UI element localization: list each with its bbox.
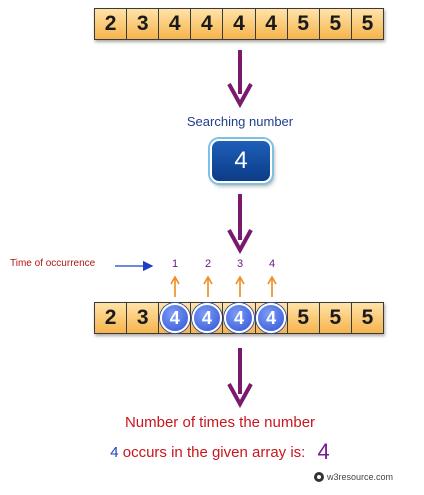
array-cell: 4: [190, 9, 222, 39]
array-cell-highlighted: 4: [158, 303, 190, 333]
cell-value: 5: [361, 306, 374, 329]
result-sentence: 4 occurs in the given array is: 4: [60, 439, 380, 465]
result-count: 4: [317, 439, 330, 464]
cell-value: 3: [136, 306, 149, 329]
up-arrow-icon: [170, 275, 180, 297]
up-arrow-icon: [235, 275, 245, 297]
watermark: w3resource.com: [314, 472, 393, 482]
array-cell-highlighted: 4: [254, 303, 287, 333]
array-cell: 4: [158, 9, 190, 39]
array-cell: 5: [318, 303, 351, 333]
source-array: 2 3 4 4 4 4 5 5 5: [94, 8, 384, 40]
occurrence-count: 1: [171, 258, 179, 270]
highlighted-value: 4: [256, 303, 287, 333]
logo-icon: [314, 472, 324, 482]
cell-value: 5: [297, 306, 310, 329]
up-arrow-icon: [267, 275, 277, 297]
array-cell: 5: [350, 303, 383, 333]
array-cell: 4: [254, 9, 287, 39]
cell-value: 2: [104, 306, 117, 329]
array-cell: 2: [104, 12, 117, 35]
array-cell: 5: [286, 303, 319, 333]
down-arrow-icon: [227, 348, 253, 409]
result-text: occurs in the given array is:: [122, 444, 306, 461]
result-heading: Number of times the number: [124, 414, 316, 431]
search-number-box: 4: [210, 139, 272, 183]
array-cell-highlighted: 4: [190, 303, 222, 333]
occurrence-count: 4: [268, 258, 276, 270]
result-number: 4: [110, 444, 119, 461]
highlighted-value: 4: [223, 303, 254, 333]
occurrence-count: 3: [236, 258, 244, 270]
search-label: Searching number: [186, 114, 294, 129]
array-cell-highlighted: 4: [222, 303, 254, 333]
down-arrow-icon: [227, 50, 253, 109]
array-cell: 5: [318, 9, 351, 39]
array-cell: 3: [126, 303, 158, 333]
array-cell: 5: [286, 9, 319, 39]
watermark-text: w3resource.com: [327, 472, 394, 482]
up-arrow-icon: [203, 275, 213, 297]
highlighted-value: 4: [191, 303, 222, 333]
down-arrow-icon: [227, 194, 253, 255]
result-array: 2 3 4 4 4 4 5 5 5: [94, 302, 384, 334]
cell-value: 5: [329, 306, 342, 329]
array-cell: 3: [126, 9, 158, 39]
occurrence-label: Time of occurrence: [10, 258, 96, 269]
array-cell: 2: [95, 303, 126, 333]
occurrence-count: 2: [204, 258, 212, 270]
array-cell: 4: [222, 9, 254, 39]
array-cell: 5: [350, 9, 383, 39]
highlighted-value: 4: [159, 303, 190, 333]
